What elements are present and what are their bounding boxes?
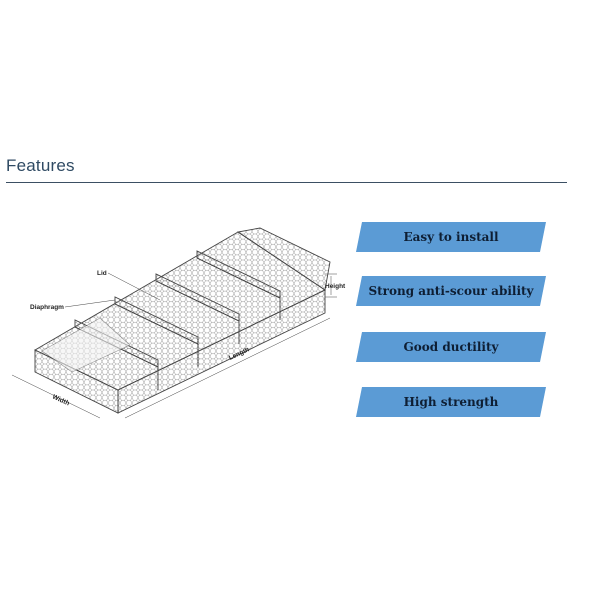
banner-shape [356, 387, 546, 417]
title-divider [6, 182, 567, 183]
feature-label: Easy to install [403, 230, 499, 244]
lid-label: Lid [97, 270, 107, 277]
feature-banner-anti-scour: Strong anti-scour ability [356, 276, 546, 306]
lifted-panel [41, 317, 131, 373]
diaphragm-label: Diaphragm [30, 304, 64, 311]
section-title: Features [6, 156, 75, 175]
feature-banner-ductility: Good ductility [356, 332, 546, 362]
lid-flap [236, 227, 331, 291]
width-label: Width [51, 393, 70, 407]
height-label: Height [325, 283, 346, 290]
banner-shape [356, 222, 546, 252]
feature-banner-easy-install: Easy to install [356, 222, 546, 252]
gabion-mattress-diagram: Lid Diaphragm Height Length Width [11, 227, 346, 419]
banner-shape [356, 332, 546, 362]
feature-banner-high-strength: High strength [356, 387, 546, 417]
feature-label: Strong anti-scour ability [368, 284, 534, 298]
feature-label: Good ductility [403, 340, 499, 354]
banner-shape [356, 276, 546, 306]
feature-label: High strength [403, 395, 499, 409]
